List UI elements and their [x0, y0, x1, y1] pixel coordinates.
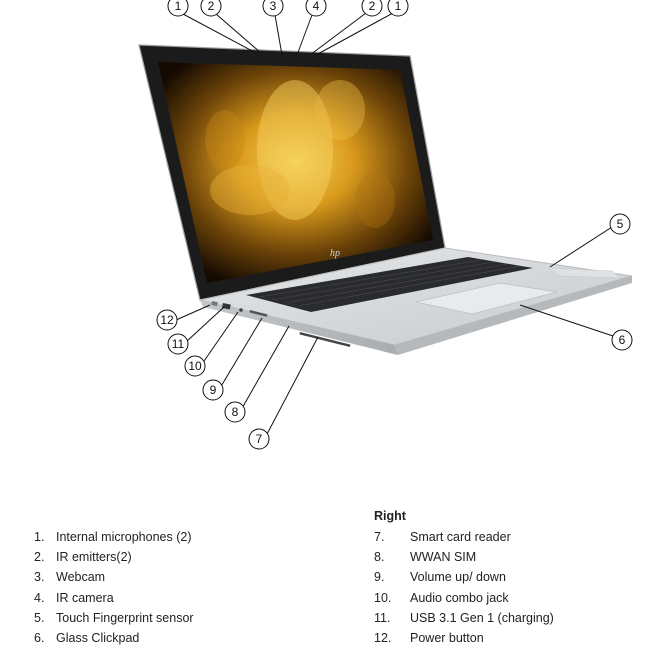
list-item: 3.Webcam — [34, 570, 106, 585]
leader-lines — [175, 12, 614, 437]
callout-11: 11 — [167, 333, 189, 355]
callout-2-top-right: 2 — [361, 0, 383, 17]
glass-clickpad — [415, 282, 558, 315]
callout-12: 12 — [156, 309, 178, 331]
list-item: 1.Internal microphones (2) — [34, 530, 192, 544]
right-heading: Right — [374, 509, 406, 523]
left-component-list: 1.Internal microphones (2) 2.IR emitters… — [34, 527, 194, 648]
svg-text:5: 5 — [617, 217, 624, 231]
svg-text:10: 10 — [188, 359, 202, 373]
callout-10: 10 — [184, 355, 206, 377]
svg-text:2: 2 — [369, 0, 376, 13]
callout-1-top-left: 1 — [167, 0, 189, 17]
svg-text:9: 9 — [210, 383, 217, 397]
svg-text:1: 1 — [395, 0, 402, 13]
callout-5: 5 — [609, 213, 631, 235]
callout-6: 6 — [611, 329, 633, 351]
list-item: 6.Glass Clickpad — [34, 631, 140, 646]
laptop-base — [199, 247, 633, 355]
list-item: 2.IR emitters(2) — [34, 550, 132, 565]
list-item: 8.WWAN SIM — [374, 550, 477, 565]
screen — [158, 62, 433, 283]
callout-1-top-right: 1 — [387, 0, 409, 17]
svg-text:12: 12 — [160, 313, 174, 327]
screen-logo: hp — [330, 248, 340, 259]
list-item: 4.IR camera — [34, 590, 114, 605]
svg-text:3: 3 — [270, 0, 277, 13]
callout-7: 7 — [248, 428, 270, 450]
svg-text:8: 8 — [232, 405, 239, 419]
list-item: 10.Audio combo jack — [374, 590, 509, 605]
svg-text:11: 11 — [172, 337, 185, 351]
callout-4: 4 — [305, 0, 327, 17]
list-item: 7.Smart card reader — [374, 530, 511, 544]
callout-3: 3 — [262, 0, 284, 17]
callout-2-top-left: 2 — [200, 0, 222, 17]
svg-text:7: 7 — [256, 432, 263, 446]
svg-text:1: 1 — [175, 0, 182, 13]
list-item: 11.USB 3.1 Gen 1 (charging) — [374, 610, 554, 625]
laptop-lid: hp — [138, 44, 446, 301]
list-item: 9.Volume up/ down — [374, 570, 506, 585]
svg-text:2: 2 — [208, 0, 215, 13]
laptop-diagram: hp — [138, 0, 633, 450]
list-item: 12.Power button — [374, 631, 484, 646]
right-component-list: 7.Smart card reader 8.WWAN SIM 9.Volume … — [374, 527, 554, 648]
svg-text:4: 4 — [313, 0, 320, 13]
callout-9: 9 — [202, 379, 224, 401]
svg-text:6: 6 — [619, 333, 626, 347]
callout-8: 8 — [224, 401, 246, 423]
list-item: 5.Touch Fingerprint sensor — [34, 610, 194, 625]
